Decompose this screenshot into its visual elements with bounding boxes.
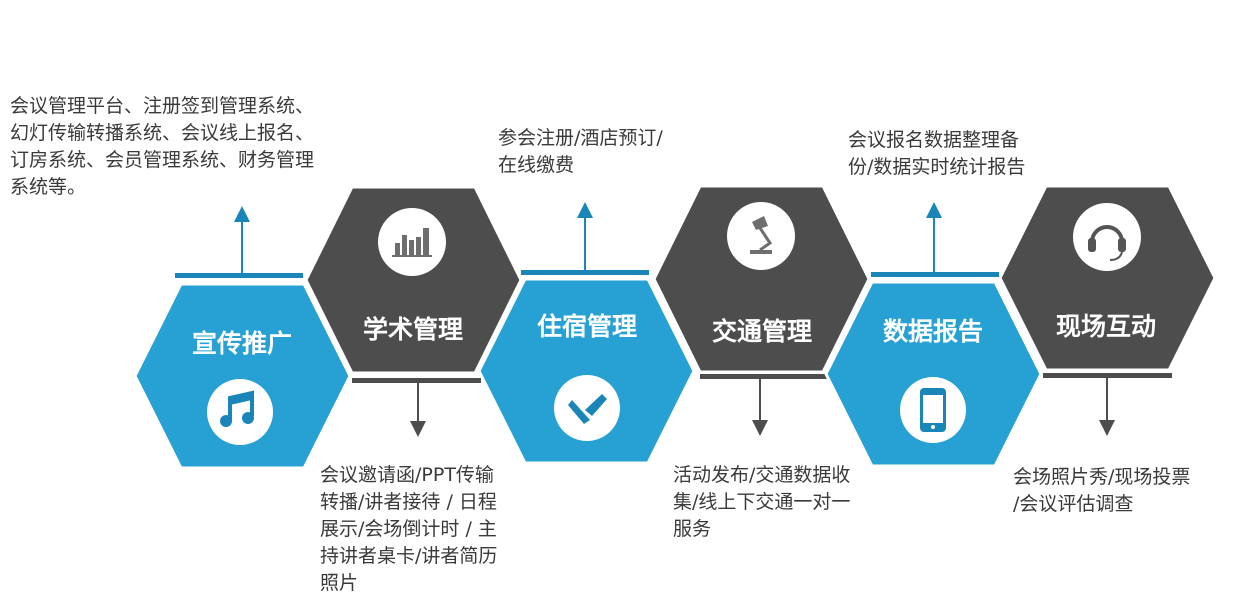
connector-bar (871, 272, 999, 277)
description-line: 参会注册/酒店预订/ (498, 127, 663, 149)
stage-6-description: 会场照片秀/现场投票 /会议评估调查 (1013, 464, 1190, 518)
description-line: 会议邀请函/PPT传输 (320, 464, 494, 486)
stage-4-description: 活动发布/交通数据收 集/线上下交通一对一 服务 (673, 462, 850, 543)
description-line: 幻灯传输转播系统、会议线上报名、 (10, 122, 315, 144)
hexagon (477, 277, 696, 465)
smartphone-icon (900, 377, 966, 443)
hexagon (998, 184, 1217, 372)
hexagon (824, 280, 1043, 468)
description-line: 转播/讲者接待 / 日程 (320, 491, 497, 513)
stage-title: 数据报告 (883, 317, 983, 346)
connector-bar (175, 273, 303, 278)
connector-bar (1043, 373, 1172, 378)
stage-1-description: 会议管理平台、注册签到管理系统、 幻灯传输转播系统、会议线上报名、 订房系统、会… (10, 93, 314, 201)
connector-bar (700, 374, 829, 379)
description-line: 会议管理平台、注册签到管理系统、 (10, 95, 315, 117)
stage-4-transport: 交通管理 (652, 184, 871, 436)
stage-3-description: 参会注册/酒店预订/ 在线缴费 (498, 125, 663, 179)
description-line: 系统等。 (10, 176, 87, 198)
bar-chart-icon (378, 208, 446, 276)
description-line: 订房系统、会员管理系统、财务管理 (10, 149, 315, 171)
hexagon (304, 185, 523, 375)
stage-5-data-report: 数据报告 (824, 202, 1043, 468)
hexagon (133, 282, 352, 470)
description-line: 集/线上下交通一对一 (673, 491, 851, 513)
description-line: 服务 (673, 518, 712, 540)
stage-title: 宣传推广 (192, 329, 292, 358)
stage-5-description: 会议报名数据整理备 份/数据实时统计报告 (848, 127, 1025, 181)
headset-icon (1073, 203, 1141, 271)
connector-bar (352, 378, 481, 383)
description-line: 展示/会场倒计时 / 主 (320, 518, 497, 540)
music-note-icon (207, 379, 273, 445)
description-line: /会议评估调查 (1013, 493, 1134, 515)
description-line: 会场照片秀/现场投票 (1013, 466, 1191, 488)
tools-icon (554, 375, 620, 441)
stage-title: 现场互动 (1056, 312, 1156, 341)
stage-3-accommodation: 住宿管理 (477, 202, 696, 465)
description-line: 会议报名数据整理备 (848, 129, 1020, 151)
stage-2-academic: 学术管理 (304, 185, 523, 437)
description-line: 份/数据实时统计报告 (848, 156, 1026, 178)
desk-lamp-icon (727, 202, 795, 270)
description-line: 活动发布/交通数据收 (673, 464, 851, 486)
description-line: 在线缴费 (498, 154, 575, 176)
stage-1-promotion: 宣传推广 (133, 206, 352, 470)
hexagon (652, 184, 871, 374)
description-line: 照片 (320, 572, 359, 594)
stage-2-description: 会议邀请函/PPT传输 转播/讲者接待 / 日程 展示/会场倒计时 / 主 持讲… (320, 462, 497, 597)
stage-title: 学术管理 (363, 315, 463, 344)
connector-bar (521, 270, 649, 275)
stage-title: 交通管理 (712, 317, 812, 346)
stage-6-onsite-interaction: 现场互动 (998, 184, 1217, 436)
stage-title: 住宿管理 (537, 312, 637, 341)
description-line: 持讲者桌卡/讲者简历 (320, 545, 498, 567)
